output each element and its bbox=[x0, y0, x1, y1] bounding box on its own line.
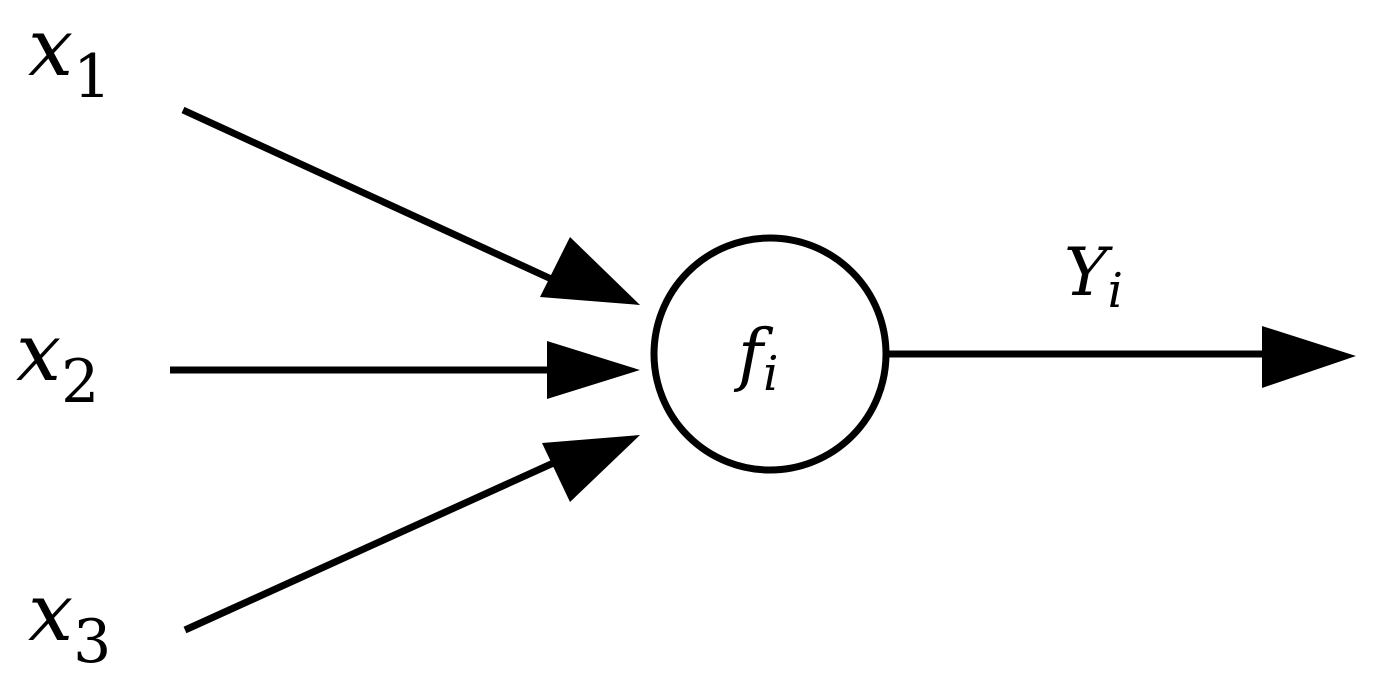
output-label-symbol: Y bbox=[1064, 234, 1113, 311]
node-label: fi bbox=[733, 316, 779, 402]
output-label-subscript: i bbox=[1108, 263, 1123, 319]
input-arrow-1-head bbox=[540, 237, 640, 305]
input-arrow-3-head bbox=[542, 435, 640, 502]
input-label-1: x1 bbox=[28, 1, 111, 112]
input-label-2: x2 bbox=[16, 306, 99, 417]
input-label-2-symbol: x bbox=[16, 306, 61, 399]
input-arrow-3-shaft bbox=[183, 456, 562, 634]
input-label-1-symbol: x bbox=[28, 1, 73, 94]
node-label-subscript: i bbox=[763, 346, 778, 402]
input-arrow-2 bbox=[170, 341, 640, 399]
input-arrow-1 bbox=[181, 106, 640, 305]
input-label-3: x3 bbox=[28, 566, 111, 677]
node-circle bbox=[650, 234, 890, 474]
input-label-3-symbol: x bbox=[28, 566, 73, 659]
input-arrow-1-shaft bbox=[181, 106, 562, 287]
input-label-1-subscript: 1 bbox=[73, 42, 111, 112]
input-arrow-2-head bbox=[547, 341, 640, 399]
output-label: Yi bbox=[1064, 234, 1123, 319]
input-label-3-subscript: 3 bbox=[73, 607, 111, 677]
input-arrow-3 bbox=[183, 435, 640, 634]
input-label-2-subscript: 2 bbox=[61, 347, 99, 417]
output-arrow bbox=[889, 326, 1356, 388]
output-arrow-head bbox=[1262, 326, 1356, 388]
